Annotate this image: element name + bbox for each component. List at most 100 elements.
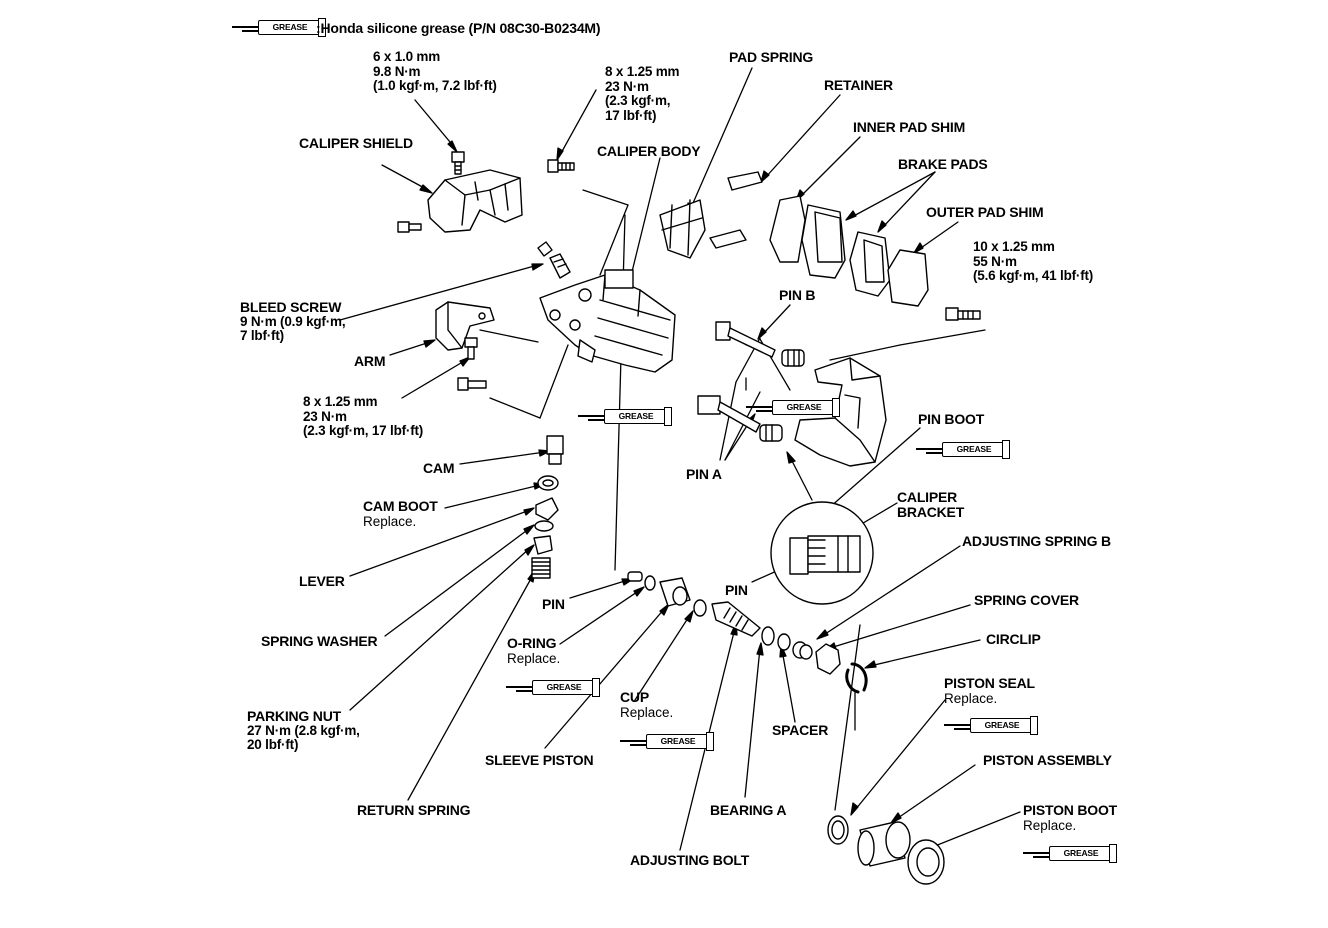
pad-spring [659,199,706,259]
spec-line: 17 lbf·ft) [605,107,657,123]
spec-line: 8 x 1.25 mm [303,394,378,409]
label-lever: LEVER [299,573,345,589]
inner-pad-shim [769,195,806,263]
o-ring [644,575,656,591]
label-pad-spring: PAD SPRING [729,49,814,65]
note-piston-boot: Replace. [1023,818,1077,833]
label-parking-nut: PARKING NUT [247,708,341,724]
spec-shield-bolt: 6 x 1.0 mm 9.8 N·m (1.0 kgf·m, 7.2 lbf·f… [373,49,497,94]
label-pin-a: PIN A [686,466,722,482]
pin-a [697,395,761,433]
label-bearing-a: BEARING A [710,802,787,818]
spec-line: 9.8 N·m [373,63,421,79]
label-caliper-shield: CALIPER SHIELD [299,135,413,151]
spec-body-bolt: 8 x 1.25 mm 23 N·m (2.3 kgf·m, 17 lbf·ft… [605,64,680,123]
brake-pad-outer [849,231,891,297]
cam-boot [537,475,559,491]
piston-seal [827,815,849,845]
pin-boot-a [759,424,783,442]
grease-icon: GREASE [506,676,600,698]
spec-line: (5.6 kgf·m, 41 lbf·ft) [973,268,1094,283]
grease-icon: GREASE [916,438,1010,460]
parking-nut [533,535,553,555]
caliper-body [539,269,676,373]
grease-icon: GREASE [620,730,714,752]
pin-boot-b [781,349,805,367]
legend-grease-icon: GREASE [232,16,326,38]
label-piston-assembly: PISTON ASSEMBLY [983,752,1112,768]
bearing-a [761,626,775,646]
return-spring [531,557,551,579]
brake-pad-inner [801,204,846,279]
spring-washer [534,520,554,532]
label-pin-circle: PIN [725,582,748,598]
label-circlip: CIRCLIP [986,631,1041,647]
bolt-shield-small [397,221,422,233]
bleed-screw [537,241,571,279]
note-cam-boot: Replace. [363,514,417,529]
label-line: CALIPER [897,489,958,505]
label-cam: CAM [423,460,455,476]
grease-tube-text: GREASE [646,734,710,749]
cup [693,599,707,617]
grease-icon: GREASE [1023,842,1117,864]
spec-parking-nut-2: 20 lbf·ft) [247,737,299,752]
label-return-spring: RETURN SPRING [357,802,471,818]
grease-tube-text: GREASE [772,400,836,415]
bolt-shield [451,151,465,175]
spec-bleed-screw-2: 7 lbf·ft) [240,328,284,343]
spec-line: (1.0 kgf·m, 7.2 lbf·ft) [373,78,497,93]
label-cam-boot: CAM BOOT [363,498,438,514]
label-bleed-screw: BLEED SCREW [240,299,342,315]
spacer [777,633,791,651]
grease-tube-text: GREASE [604,409,668,424]
caliper-shield [427,169,523,233]
bolt-arm [464,337,478,360]
spec-arm-bolt: 8 x 1.25 mm 23 N·m (2.3 kgf·m, 17 lbf·ft… [303,394,424,439]
label-cup: CUP [620,689,649,705]
lever [535,497,559,521]
spec-line: 23 N·m [303,408,347,424]
note-o-ring: Replace. [507,651,561,666]
grease-tube-text: GREASE [942,442,1006,457]
grease-icon: GREASE [746,396,840,418]
spec-line: (2.3 kgf·m, [605,93,671,108]
label-caliper-body: CALIPER BODY [597,143,701,159]
grease-icon: GREASE [944,714,1038,736]
label-spring-cover: SPRING COVER [974,592,1079,608]
label-o-ring: O-RING [507,635,557,651]
label-retainer: RETAINER [824,77,893,93]
spring-cover [815,643,841,675]
label-pin-b: PIN B [779,287,816,303]
spec-line: (2.3 kgf·m, 17 lbf·ft) [303,423,424,438]
label-brake-pads: BRAKE PADS [898,156,988,172]
circlip [845,662,868,694]
grease-tube-text: GREASE [258,20,322,35]
spec-line: 55 N·m [973,253,1017,269]
piston-assembly [857,821,911,867]
adjusting-spring-b [792,641,813,660]
label-caliper-bracket: CALIPER BRACKET [897,490,964,520]
label-spring-washer: SPRING WASHER [261,633,378,649]
label-inner-pad-shim: INNER PAD SHIM [853,119,966,135]
outer-pad-shim [887,249,929,307]
bolt-caliper-body [547,159,575,173]
piston-boot [907,839,945,885]
label-sleeve-piston: SLEEVE PISTON [485,752,594,768]
spec-bleed-screw-1: 9 N·m (0.9 kgf·m, [240,314,346,329]
spec-line: 23 N·m [605,78,649,94]
pin-b [715,321,776,358]
label-arm: ARM [354,353,386,369]
label-piston-seal: PISTON SEAL [944,675,1035,691]
pin-lower [627,571,643,582]
grease-tube-text: GREASE [970,718,1034,733]
label-piston-boot: PISTON BOOT [1023,802,1117,818]
spec-line: 6 x 1.0 mm [373,49,441,64]
label-outer-pad-shim: OUTER PAD SHIM [926,204,1044,220]
note-cup: Replace. [620,705,674,720]
label-line: BRACKET [897,504,965,520]
legend-text: :Honda silicone grease (P/N 08C30-B0234M… [316,20,601,36]
caliper-bracket [794,357,887,467]
spec-bracket-bolt: 10 x 1.25 mm 55 N·m (5.6 kgf·m, 41 lbf·f… [973,239,1094,284]
